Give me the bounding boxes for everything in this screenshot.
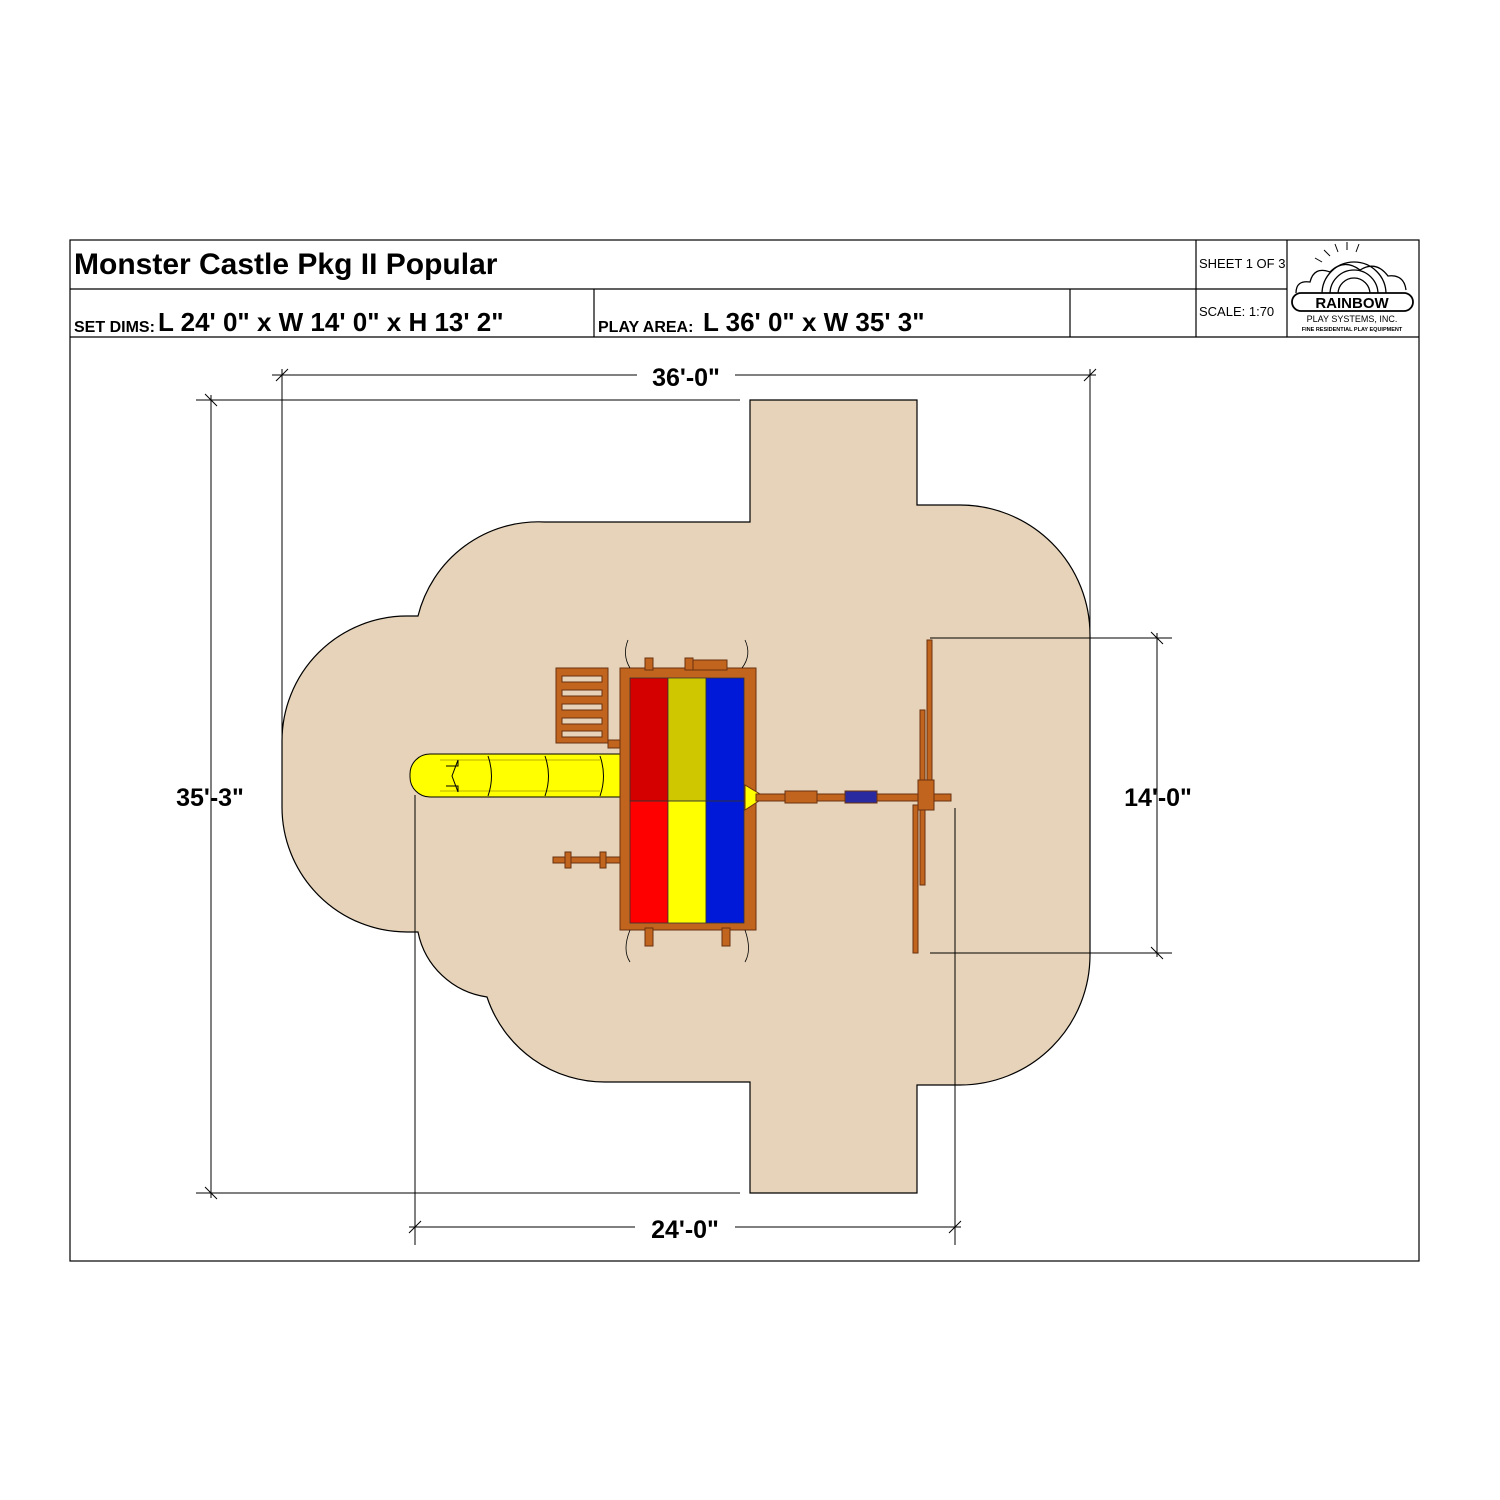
swing-seat	[844, 790, 878, 804]
cloud-icon	[1295, 263, 1407, 294]
logo-tagline: FINE RESIDENTIAL PLAY EQUIPMENT	[1302, 327, 1403, 333]
rainbow-arcs-icon	[1321, 261, 1387, 295]
play-area-value: L 36' 0" x W 35' 3"	[703, 307, 925, 337]
slide-arrow-icon	[446, 759, 459, 793]
swing-aframe	[912, 639, 935, 954]
tube-slide	[409, 753, 626, 798]
tarp-panel-yellow	[667, 800, 707, 924]
dim-set-length: 24'-0"	[651, 1216, 719, 1244]
dim-play-area-length: 36'-0"	[652, 364, 720, 392]
ground-anchors	[625, 639, 749, 963]
dim-play-area-width: 35'-3"	[176, 784, 244, 812]
rainbow-logo: RAINBOW PLAY SYSTEMS, INC. FINE RESIDENT…	[1291, 242, 1414, 333]
swing-beam	[744, 784, 952, 811]
logo-name: RAINBOW	[1315, 295, 1389, 312]
page-title: Monster Castle Pkg II Popular	[74, 248, 498, 281]
tarp-panel-yellow	[667, 677, 707, 802]
dim-set-width: 14'-0"	[1124, 784, 1192, 812]
swing-seat	[784, 790, 818, 804]
tarp-panel-red	[629, 677, 669, 802]
set-dims-label: SET DIMS:	[74, 319, 155, 336]
sheet-number: SHEET 1 OF 3	[1199, 256, 1285, 271]
title-block	[69, 239, 1420, 1262]
climbing-ladder	[555, 667, 629, 749]
logo-badge	[1291, 292, 1414, 312]
tarp-roof	[629, 677, 745, 924]
tarp-panel-blue	[705, 800, 745, 924]
dimension-lines	[196, 368, 1172, 1245]
scale-label: SCALE: 1:70	[1199, 304, 1274, 319]
tarp-panel-blue	[705, 677, 745, 802]
tarp-panel-red	[629, 800, 669, 924]
sheet-border	[69, 239, 1420, 1262]
logo-company: PLAY SYSTEMS, INC.	[1307, 314, 1398, 324]
sun-rays-icon	[1314, 242, 1360, 263]
play-area-label: PLAY AREA:	[598, 319, 693, 336]
set-dims-value: L 24' 0" x W 14' 0" x H 13' 2"	[158, 307, 504, 337]
play-set	[409, 639, 952, 963]
